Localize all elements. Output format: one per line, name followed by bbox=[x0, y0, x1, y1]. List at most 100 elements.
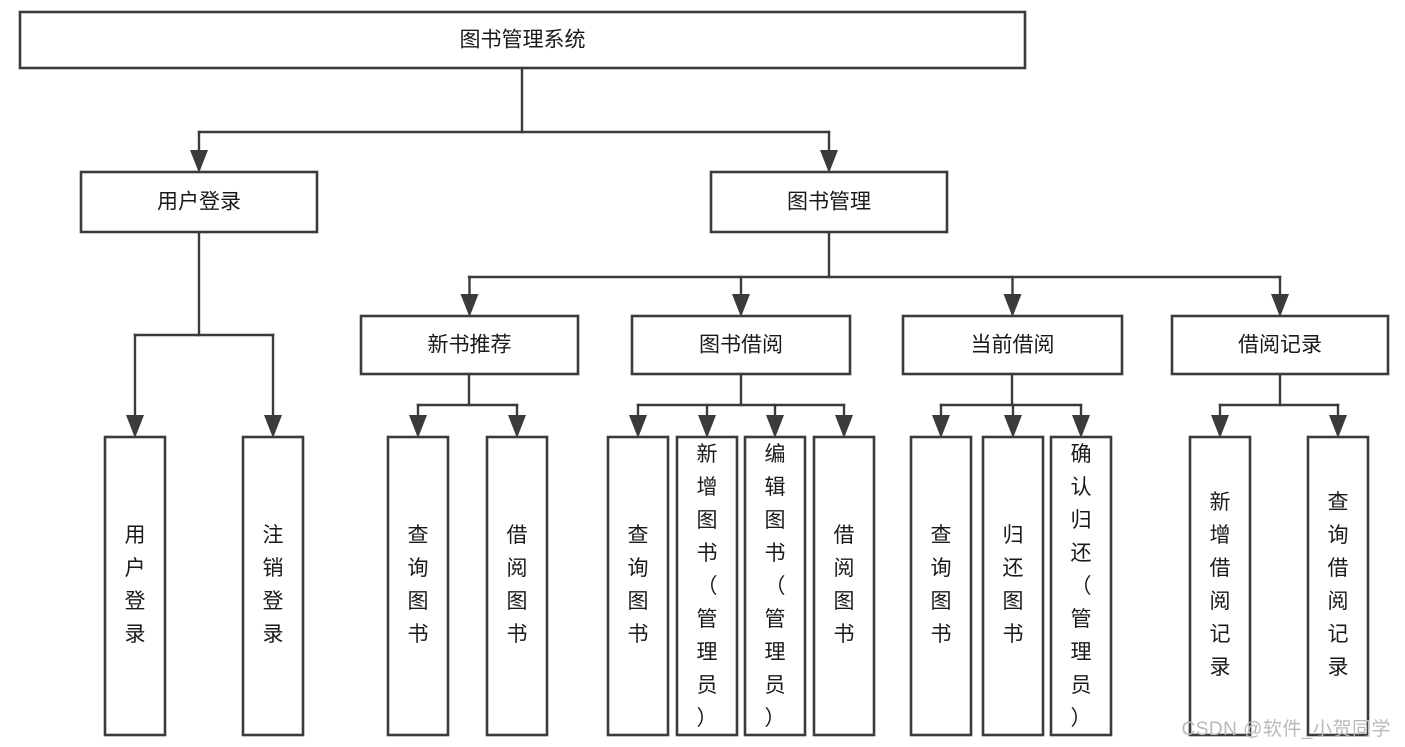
node-leaf-confirm-return[interactable]: 确认归还（管理员） bbox=[1049, 435, 1113, 737]
connector-arrow-leaf-confirm-return bbox=[1072, 403, 1090, 438]
node-leaf-user-login[interactable]: 用户登录 bbox=[103, 435, 167, 737]
arrow-head-icon bbox=[932, 415, 950, 438]
arrow-head-icon bbox=[460, 294, 479, 317]
node-box[interactable] bbox=[79, 170, 319, 234]
arrow-head-icon bbox=[629, 415, 647, 438]
node-book-borrow[interactable]: 图书借阅 bbox=[630, 314, 852, 376]
arrow-head-icon bbox=[835, 415, 853, 438]
arrow-head-icon bbox=[1072, 415, 1090, 438]
node-box[interactable] bbox=[709, 170, 949, 234]
node-label: 借阅图书 bbox=[834, 524, 855, 646]
connector-arrow-new-book-rec bbox=[460, 275, 479, 317]
connector-bus-book-borrow bbox=[636, 372, 846, 407]
node-box[interactable] bbox=[18, 10, 1027, 70]
node-label: 注销登录 bbox=[263, 524, 284, 646]
connector-arrow-current-borrow bbox=[1003, 275, 1022, 317]
node-label: 新书推荐 bbox=[428, 334, 512, 357]
node-leaf-edit-book[interactable]: 编辑图书（管理员） bbox=[743, 435, 807, 737]
node-new-book-rec[interactable]: 新书推荐 bbox=[359, 314, 580, 376]
connector-arrow-leaf-edit-book bbox=[766, 403, 784, 438]
arrow-head-icon bbox=[264, 415, 282, 438]
node-box[interactable] bbox=[606, 435, 670, 737]
node-box[interactable] bbox=[386, 435, 450, 737]
connector-bus-user-login bbox=[133, 230, 275, 337]
node-box[interactable] bbox=[630, 314, 852, 376]
arrow-head-icon bbox=[126, 415, 144, 438]
node-label: 确认归还（管理员） bbox=[1071, 443, 1092, 730]
node-borrow-record[interactable]: 借阅记录 bbox=[1170, 314, 1390, 376]
node-label: 用户登录 bbox=[157, 191, 241, 214]
node-box[interactable] bbox=[1170, 314, 1390, 376]
connector-arrow-leaf-add-record bbox=[1211, 403, 1229, 438]
node-box[interactable] bbox=[1049, 435, 1113, 737]
arrow-head-icon bbox=[190, 150, 208, 173]
node-box[interactable] bbox=[1188, 435, 1252, 737]
connector-bus-root bbox=[197, 66, 831, 134]
node-box[interactable] bbox=[485, 435, 549, 737]
node-box[interactable] bbox=[909, 435, 973, 737]
node-leaf-add-book[interactable]: 新增图书（管理员） bbox=[675, 435, 739, 737]
connector-bus-new-book-rec bbox=[416, 372, 519, 407]
connector-arrow-leaf-add-book bbox=[698, 403, 716, 438]
connector-arrow-leaf-query-book-2 bbox=[629, 403, 647, 438]
node-label: 图书借阅 bbox=[699, 334, 783, 357]
node-label: 图书管理系统 bbox=[460, 29, 586, 52]
arrow-head-icon bbox=[698, 415, 716, 438]
node-leaf-borrow-book-2[interactable]: 借阅图书 bbox=[812, 435, 876, 737]
connector-arrow-leaf-query-book-1 bbox=[409, 403, 427, 438]
connector-arrow-book-borrow bbox=[732, 275, 750, 317]
arrow-head-icon bbox=[1003, 294, 1022, 317]
connector-arrow-leaf-user-logout bbox=[264, 333, 282, 438]
connectors-layer bbox=[126, 66, 1347, 438]
connector-arrow-leaf-query-book-3 bbox=[932, 403, 950, 438]
node-leaf-query-record[interactable]: 查询借阅记录 bbox=[1306, 435, 1370, 737]
node-root-图书管理系统[interactable]: 图书管理系统 bbox=[18, 10, 1027, 70]
arrow-head-icon bbox=[732, 294, 750, 317]
node-leaf-query-book-1[interactable]: 查询图书 bbox=[386, 435, 450, 737]
nodes-layer: 图书管理系统用户登录图书管理新书推荐图书借阅当前借阅借阅记录用户登录注销登录查询… bbox=[18, 10, 1390, 737]
arrow-head-icon bbox=[508, 415, 526, 438]
arrow-head-icon bbox=[1271, 294, 1289, 317]
connector-arrow-leaf-borrow-book-2 bbox=[835, 403, 853, 438]
node-box[interactable] bbox=[743, 435, 807, 737]
arrow-head-icon bbox=[766, 415, 784, 438]
arrow-head-icon bbox=[1211, 415, 1229, 438]
node-box[interactable] bbox=[1306, 435, 1370, 737]
connector-bus-book-manage bbox=[467, 230, 1282, 279]
node-box[interactable] bbox=[675, 435, 739, 737]
node-book-manage[interactable]: 图书管理 bbox=[709, 170, 949, 234]
node-label: 归还图书 bbox=[1003, 524, 1024, 646]
node-label: 编辑图书（管理员） bbox=[765, 443, 786, 730]
arrow-head-icon bbox=[1329, 415, 1347, 438]
node-leaf-query-book-2[interactable]: 查询图书 bbox=[606, 435, 670, 737]
arrow-head-icon bbox=[820, 150, 838, 173]
connector-arrow-book-manage bbox=[820, 130, 838, 173]
node-current-borrow[interactable]: 当前借阅 bbox=[901, 314, 1124, 376]
node-label: 查询借阅记录 bbox=[1328, 491, 1349, 679]
arrow-head-icon bbox=[409, 415, 427, 438]
node-leaf-user-logout[interactable]: 注销登录 bbox=[241, 435, 305, 737]
node-user-login[interactable]: 用户登录 bbox=[79, 170, 319, 234]
node-box[interactable] bbox=[359, 314, 580, 376]
node-box[interactable] bbox=[241, 435, 305, 737]
connector-bus-borrow-record bbox=[1218, 372, 1340, 407]
arrow-head-icon bbox=[1004, 415, 1022, 438]
node-label: 查询图书 bbox=[408, 524, 429, 646]
node-box[interactable] bbox=[103, 435, 167, 737]
node-leaf-query-book-3[interactable]: 查询图书 bbox=[909, 435, 973, 737]
node-label: 新增图书（管理员） bbox=[697, 443, 718, 730]
node-label: 当前借阅 bbox=[971, 334, 1055, 357]
node-leaf-borrow-book-1[interactable]: 借阅图书 bbox=[485, 435, 549, 737]
connector-arrow-leaf-borrow-book-1 bbox=[508, 403, 526, 438]
node-box[interactable] bbox=[901, 314, 1124, 376]
node-box[interactable] bbox=[981, 435, 1045, 737]
connector-arrow-leaf-query-record bbox=[1329, 403, 1347, 438]
node-box[interactable] bbox=[812, 435, 876, 737]
connector-bus-current-borrow bbox=[939, 372, 1083, 407]
node-label: 用户登录 bbox=[125, 524, 146, 646]
connector-arrow-borrow-record bbox=[1271, 275, 1289, 317]
node-leaf-return-book[interactable]: 归还图书 bbox=[981, 435, 1045, 737]
node-leaf-add-record[interactable]: 新增借阅记录 bbox=[1188, 435, 1252, 737]
